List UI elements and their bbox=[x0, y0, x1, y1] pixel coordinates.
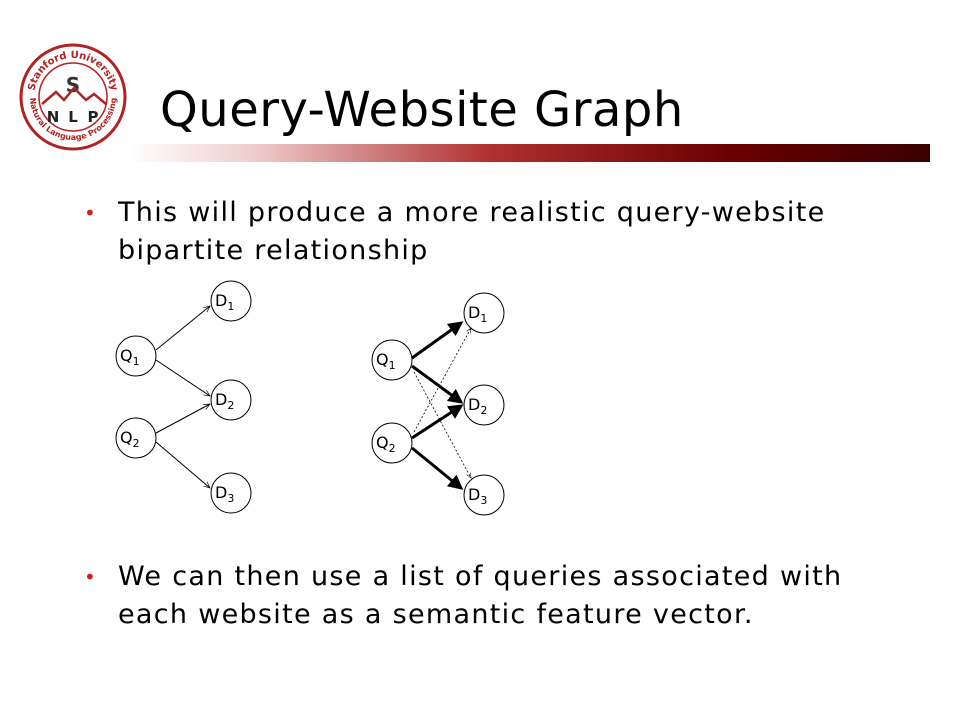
bullet-dot-icon: • bbox=[84, 565, 98, 589]
svg-text:Q1: Q1 bbox=[376, 350, 396, 372]
slide-title: Query-Website Graph bbox=[160, 82, 684, 138]
node-right-d1: D1 bbox=[463, 292, 505, 334]
title-underline-bar bbox=[128, 144, 930, 162]
logo-letter-n: N bbox=[47, 108, 60, 126]
svg-text:Q2: Q2 bbox=[376, 433, 396, 455]
node-left-q2: Q2 bbox=[115, 417, 157, 459]
svg-text:Q1: Q1 bbox=[120, 346, 140, 368]
right-graph-edges bbox=[411, 321, 472, 490]
left-graph-edges bbox=[155, 306, 210, 488]
node-right-q1: Q1 bbox=[371, 339, 413, 381]
node-right-q2: Q2 bbox=[371, 422, 413, 464]
svg-text:D3: D3 bbox=[215, 483, 234, 505]
left-graph-nodes: Q1 Q2 D1 D2 D3 bbox=[115, 280, 252, 514]
node-left-d1: D1 bbox=[210, 280, 252, 322]
edge-q2-d3 bbox=[155, 441, 210, 488]
logo-letter-l: L bbox=[68, 108, 78, 126]
svg-text:D3: D3 bbox=[468, 485, 487, 507]
bullet-item: • This will produce a more realistic que… bbox=[84, 194, 904, 270]
edge-bold-q1-d1 bbox=[411, 321, 464, 360]
edge-bold-q2-d2 bbox=[411, 404, 464, 440]
edge-q1-d2 bbox=[155, 359, 210, 396]
svg-text:D2: D2 bbox=[468, 395, 487, 417]
stanford-nlp-logo: Stanford University Natural Language Pro… bbox=[19, 43, 127, 151]
svg-text:Q2: Q2 bbox=[120, 428, 140, 450]
edge-bold-q1-d2 bbox=[411, 364, 464, 404]
node-left-q1: Q1 bbox=[115, 335, 157, 377]
edge-bold-q2-d3 bbox=[411, 446, 464, 490]
edge-q1-d1 bbox=[155, 306, 210, 351]
right-graph-nodes: Q1 Q2 D1 D2 D3 bbox=[371, 292, 505, 516]
svg-text:D1: D1 bbox=[468, 303, 487, 325]
bullet-text: This will produce a more realistic query… bbox=[118, 197, 826, 266]
node-left-d3: D3 bbox=[210, 472, 252, 514]
bullet-text: We can then use a list of queries associ… bbox=[118, 561, 843, 630]
node-right-d2: D2 bbox=[463, 384, 505, 426]
logo-letter-p: P bbox=[88, 108, 99, 126]
svg-text:D1: D1 bbox=[215, 291, 234, 313]
edge-q2-d2 bbox=[155, 403, 210, 434]
bullet-dot-icon: • bbox=[84, 201, 98, 225]
edge-dotted-q2-d1 bbox=[413, 328, 472, 433]
bullet-item: • We can then use a list of queries asso… bbox=[84, 558, 904, 634]
edge-dotted-q1-d3 bbox=[413, 371, 472, 478]
node-left-d2: D2 bbox=[210, 379, 252, 421]
node-right-d3: D3 bbox=[463, 474, 505, 516]
svg-text:D2: D2 bbox=[215, 390, 234, 412]
